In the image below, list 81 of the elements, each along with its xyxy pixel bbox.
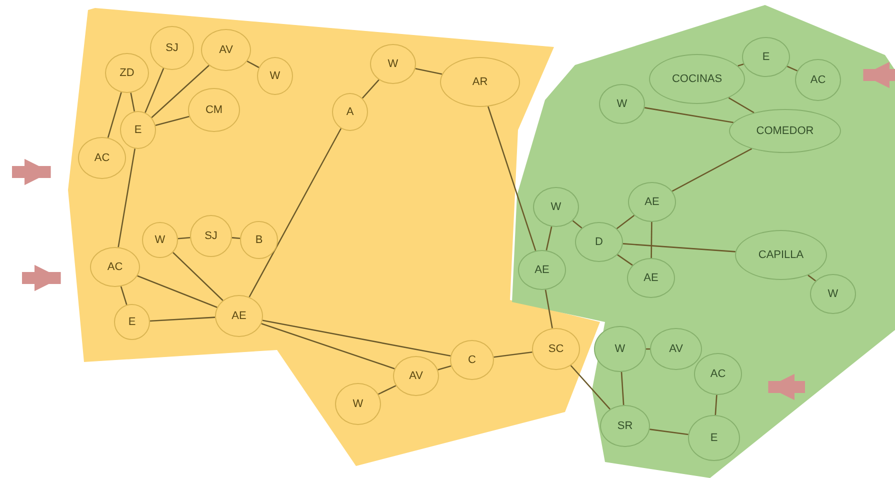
node-label: W <box>550 201 562 213</box>
node-label: W <box>352 398 364 410</box>
node-label: AE <box>232 310 246 322</box>
node-label: A <box>346 106 354 118</box>
arrow <box>863 62 895 88</box>
connector-line <box>248 128 342 298</box>
node-label: B <box>255 234 263 246</box>
connector-line <box>544 290 553 328</box>
connector-line <box>246 60 260 68</box>
connector-line <box>650 222 652 258</box>
node-label: SJ <box>166 42 178 54</box>
node-label: SJ <box>204 230 218 242</box>
node-label: E <box>710 432 718 444</box>
connector-line <box>151 64 210 118</box>
connector-line <box>378 385 396 395</box>
node-label: E <box>134 124 142 136</box>
connector-line <box>808 274 816 282</box>
connector-line <box>622 243 736 252</box>
connector-line <box>261 322 395 370</box>
connector-line <box>572 220 582 228</box>
node-label: AV <box>409 370 423 382</box>
connector-line <box>616 214 635 230</box>
node-label: W <box>154 234 166 246</box>
node-label: COMEDOR <box>756 125 814 137</box>
connector-line <box>107 92 122 138</box>
node-label: AC <box>107 261 123 273</box>
node-label: SR <box>617 420 633 432</box>
node-label: AE <box>644 196 660 208</box>
connector-line <box>232 237 240 240</box>
node-label: ZD <box>120 67 134 79</box>
connector-line <box>155 116 190 126</box>
node-label: C <box>468 354 476 366</box>
node-label: W <box>828 288 838 300</box>
node-label: W <box>270 70 280 82</box>
connector-line <box>672 148 752 192</box>
connector-line <box>494 351 532 358</box>
connector-line <box>620 372 624 406</box>
connector-line <box>650 428 688 436</box>
connector-line <box>570 365 610 410</box>
connector-line <box>130 92 136 112</box>
connector-line <box>644 107 734 124</box>
connector-line <box>172 252 224 301</box>
connector-line <box>617 254 633 266</box>
arrow <box>22 264 61 292</box>
connector-line <box>646 348 650 350</box>
node-label: COCINAS <box>672 73 722 85</box>
node-label: AV <box>219 44 233 56</box>
node-label: CAPILLA <box>758 249 804 261</box>
node-label: D <box>595 236 603 248</box>
connector-line <box>118 148 136 248</box>
node-label: AR <box>472 76 488 88</box>
connector-line <box>438 365 452 370</box>
node-label: E <box>762 51 770 63</box>
node-label: AE <box>534 264 550 276</box>
connector-line <box>786 66 798 72</box>
connector-line <box>262 320 451 357</box>
connector-line <box>178 236 190 240</box>
node-label: W <box>388 58 398 70</box>
node-label: AE <box>644 272 658 284</box>
connector-line <box>738 63 744 67</box>
node-label: W <box>616 98 628 110</box>
node-label: E <box>128 316 136 328</box>
connector-line <box>137 275 218 308</box>
node-label: AC <box>94 152 110 164</box>
connector-line <box>362 79 380 99</box>
node-label: AC <box>710 368 726 380</box>
connector-line <box>144 68 164 113</box>
connector-line <box>546 226 552 250</box>
node-label: AV <box>669 343 683 355</box>
connector-line <box>728 97 754 114</box>
node-label: W <box>614 343 626 355</box>
connector-line <box>150 316 216 322</box>
node-label: CM <box>205 104 223 116</box>
node-label: SC <box>548 343 564 355</box>
node-label: AC <box>810 74 826 86</box>
connector-line <box>714 394 718 416</box>
connector-line <box>487 106 536 251</box>
arrow <box>768 374 805 400</box>
connector-line <box>415 68 442 75</box>
arrow <box>12 158 51 186</box>
connector-line <box>120 286 128 305</box>
